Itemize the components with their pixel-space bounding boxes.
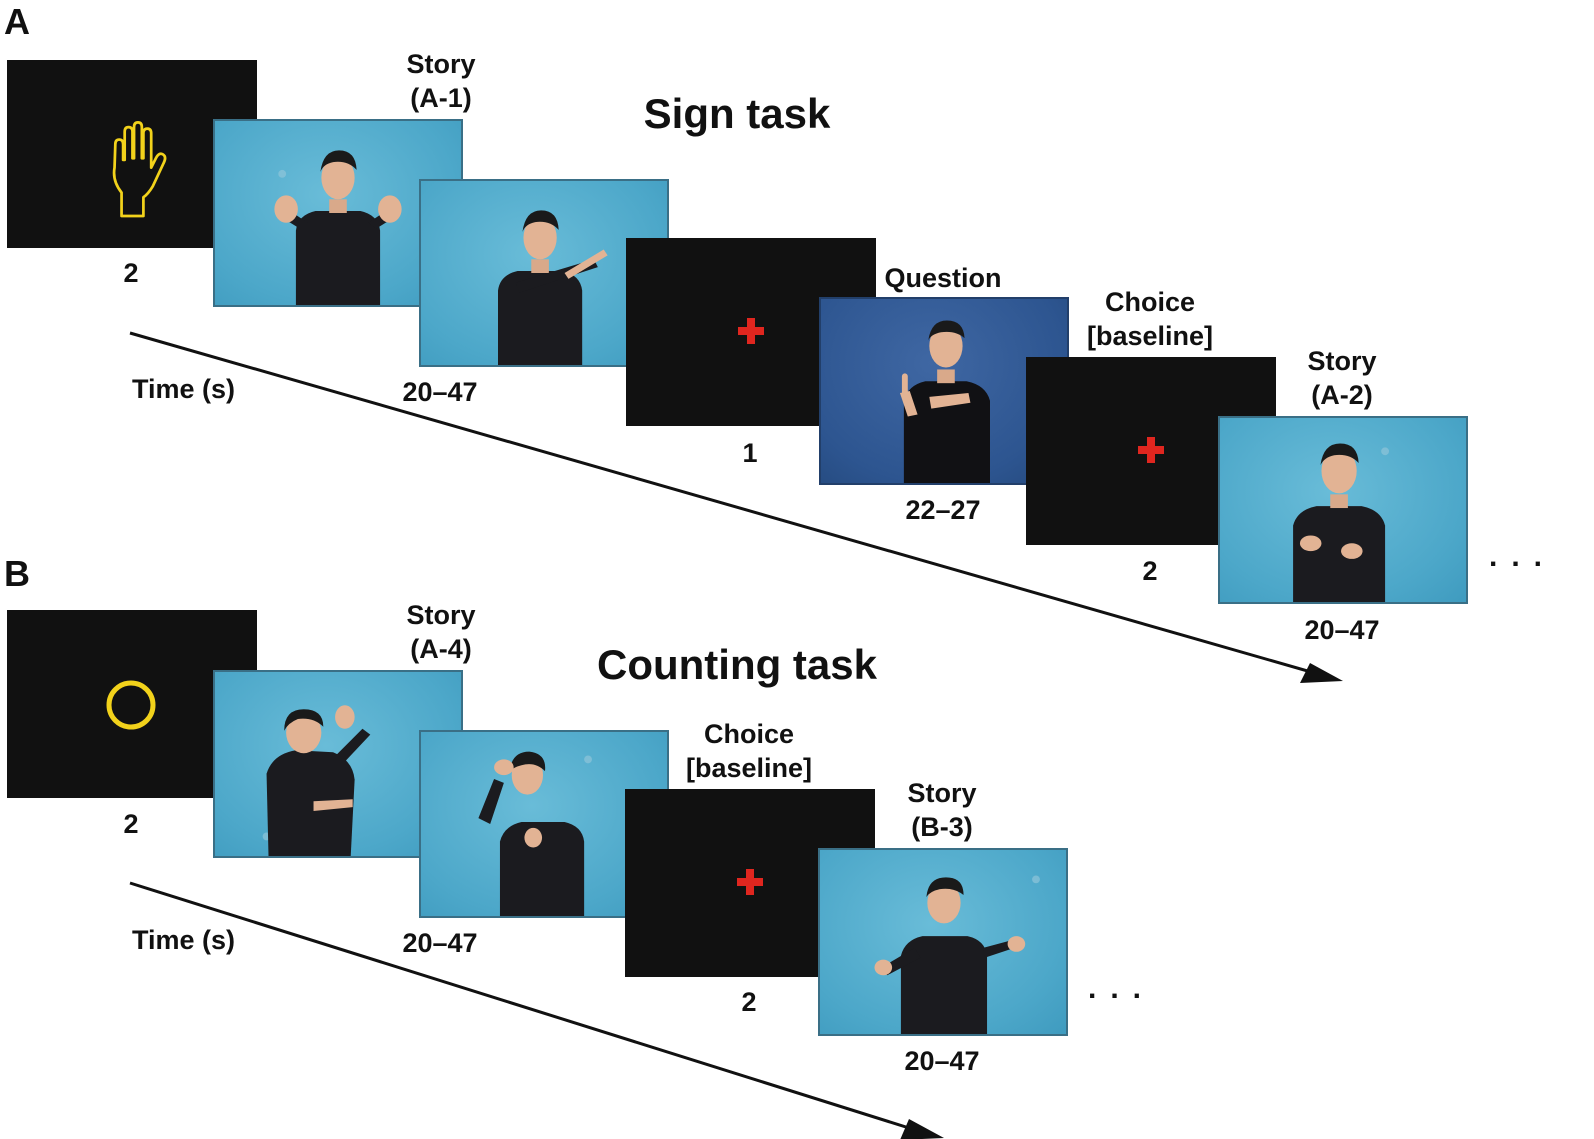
- fixation-cross-icon: [1138, 437, 1164, 463]
- panel-b-title: Counting task: [597, 641, 877, 688]
- circle-outline-icon: [106, 680, 156, 730]
- panel-b-story-a4-label: Story (A-4): [406, 600, 476, 664]
- fixation-cross-icon: [737, 869, 763, 895]
- signer-figure: [1293, 443, 1389, 602]
- panel-a-choice-duration: 2: [1142, 556, 1158, 586]
- signer-figure: [274, 150, 402, 305]
- panel-b-story-a4-duration: 20–47: [402, 928, 478, 958]
- panel-a-story-a2-label: Story (A-2): [1307, 346, 1377, 410]
- panel-b-story-b3-frame: [818, 848, 1068, 1036]
- panel-a-cue-duration: 2: [123, 258, 139, 288]
- panel-b-choice-label: Choice [baseline]: [685, 719, 813, 783]
- panel-a-fixation-duration: 1: [742, 438, 758, 468]
- panel-a-letter: A: [4, 1, 30, 42]
- panel-a-time-label: Time (s): [132, 374, 236, 404]
- hand-outline-icon: [112, 121, 167, 218]
- panel-a-title: Sign task: [643, 90, 831, 137]
- fixation-cross-icon: [738, 318, 764, 344]
- panel-b-time-label: Time (s): [132, 925, 236, 955]
- signer-figure: [899, 320, 990, 483]
- panel-b-cue-duration: 2: [123, 809, 139, 839]
- panel-b-choice-duration: 2: [741, 987, 757, 1017]
- panel-b-letter: B: [4, 553, 30, 594]
- panel-a-choice-label: Choice [baseline]: [1086, 287, 1214, 351]
- panel-a-question-duration: 22–27: [905, 495, 981, 525]
- signer-figure: [498, 210, 608, 365]
- panel-b-story-b3-duration: 20–47: [904, 1046, 980, 1076]
- signer-figure: [874, 875, 1040, 1034]
- panel-a-story-a2-frame: [1218, 416, 1468, 604]
- panel-a-ellipsis: ...: [1489, 540, 1557, 573]
- panel-a-story-a1-duration: 20–47: [402, 377, 478, 407]
- panel-a-story-a2-duration: 20–47: [1304, 615, 1380, 645]
- panel-a-story-a1-label: Story (A-1): [406, 49, 476, 113]
- signer-figure: [478, 751, 592, 916]
- panel-b-story-b3-label: Story (B-3): [907, 778, 977, 842]
- panel-b-ellipsis: ...: [1088, 972, 1156, 1005]
- panel-a-question-label: Question: [884, 263, 1002, 293]
- signer-figure: [262, 705, 371, 856]
